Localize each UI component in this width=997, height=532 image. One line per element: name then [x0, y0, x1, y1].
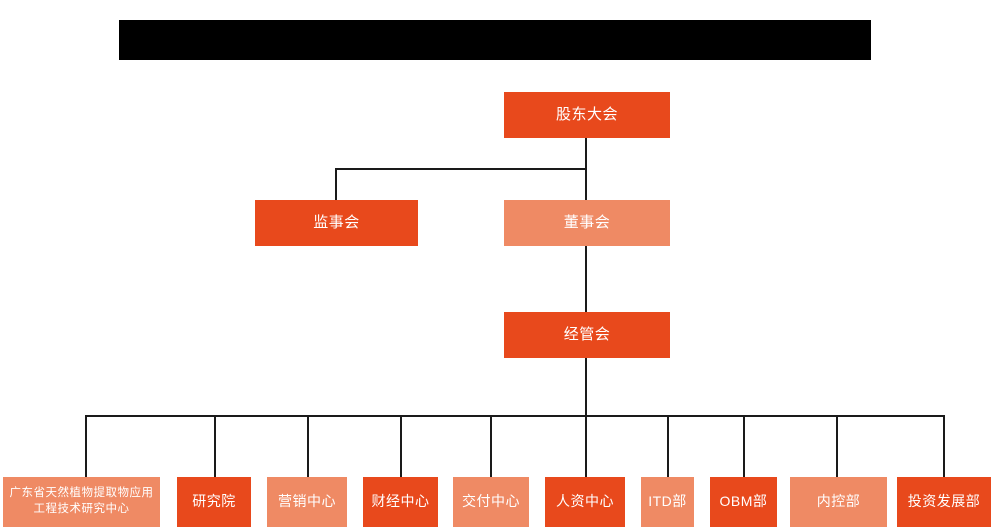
- connector-drop-supervisors: [335, 168, 337, 200]
- redacted-title-banner: [119, 20, 871, 60]
- node-label: ITD部: [648, 493, 687, 510]
- node-label: 营销中心: [278, 493, 336, 510]
- connector-drop-research-center: [85, 415, 87, 477]
- connector-horizontal-bus: [85, 415, 944, 417]
- node-label: 研究院: [192, 493, 236, 510]
- node-label: 投资发展部: [907, 493, 981, 510]
- node-obm-department[interactable]: OBM部: [710, 477, 777, 527]
- node-delivery-center[interactable]: 交付中心: [453, 477, 529, 527]
- node-board-of-directors[interactable]: 董事会: [504, 200, 670, 246]
- node-label: 财经中心: [371, 493, 430, 510]
- connector-drop-institute: [214, 415, 216, 477]
- node-label: 经管会: [563, 325, 611, 343]
- node-research-center[interactable]: 广东省天然植物提取物应用工程技术研究中心: [3, 477, 160, 527]
- node-finance-center[interactable]: 财经中心: [363, 477, 438, 527]
- node-hr-center[interactable]: 人资中心: [545, 477, 625, 527]
- node-board-of-supervisors[interactable]: 监事会: [255, 200, 418, 246]
- connector-drop-investment: [943, 415, 945, 477]
- connector-shareholders-to-directors: [585, 138, 587, 200]
- node-label: 广东省天然植物提取物应用工程技术研究中心: [9, 487, 154, 515]
- node-marketing-center[interactable]: 营销中心: [267, 477, 347, 527]
- node-itd-department[interactable]: ITD部: [641, 477, 694, 527]
- connector-drop-delivery: [490, 415, 492, 477]
- node-institute[interactable]: 研究院: [177, 477, 251, 527]
- connector-directors-to-management: [585, 246, 587, 320]
- connector-drop-obm: [743, 415, 745, 477]
- node-label: 内控部: [816, 493, 861, 510]
- connector-branch-to-supervisors: [335, 168, 586, 170]
- connector-drop-itd: [667, 415, 669, 477]
- connector-drop-finance: [400, 415, 402, 477]
- node-label: 交付中心: [462, 493, 520, 510]
- node-shareholders-meeting[interactable]: 股东大会: [504, 92, 670, 138]
- connector-drop-hr: [585, 415, 587, 477]
- node-label: 董事会: [563, 213, 611, 231]
- node-internal-control-department[interactable]: 内控部: [790, 477, 887, 527]
- node-label: OBM部: [719, 493, 768, 510]
- node-label: 人资中心: [556, 493, 614, 510]
- node-investment-development-department[interactable]: 投资发展部: [897, 477, 991, 527]
- node-management-committee[interactable]: 经管会: [504, 312, 670, 358]
- node-label: 股东大会: [555, 105, 618, 123]
- connector-drop-internal-control: [836, 415, 838, 477]
- connector-drop-marketing: [307, 415, 309, 477]
- connector-management-to-bus: [585, 358, 587, 416]
- node-label: 监事会: [313, 213, 360, 231]
